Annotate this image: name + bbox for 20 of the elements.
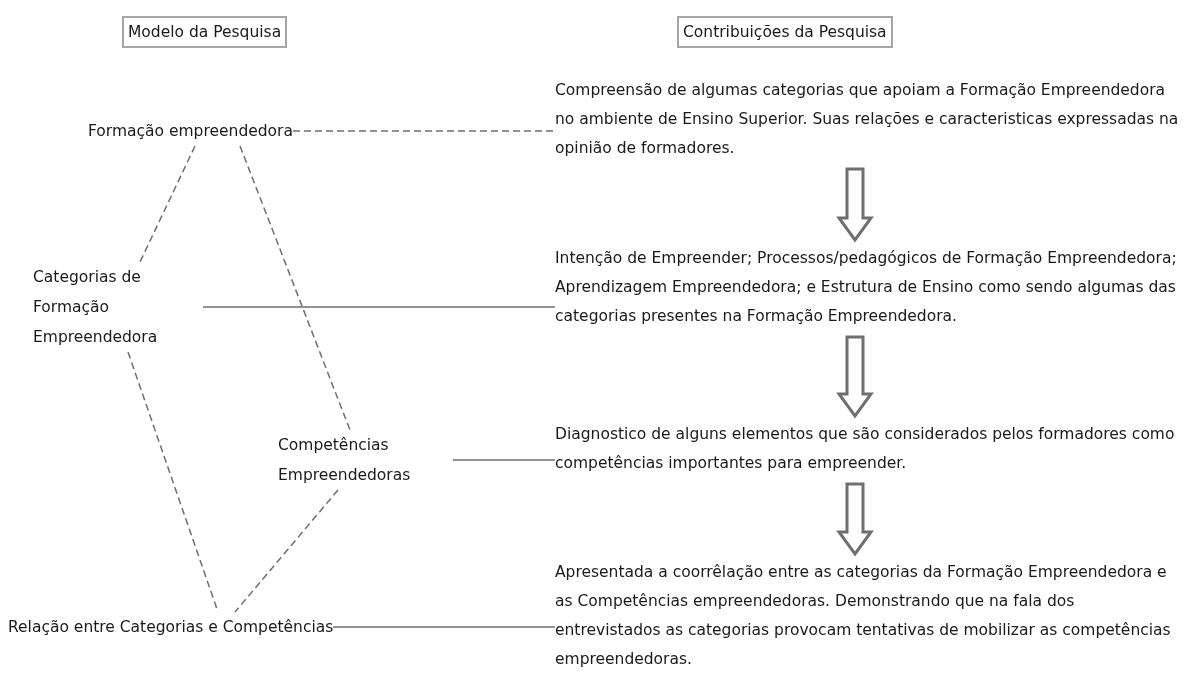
- hollow-down-arrow: [836, 335, 874, 419]
- connector-line: [452, 459, 556, 461]
- connector-line: [139, 145, 196, 263]
- contribution-text: Compreensão de algumas categorias que apoiam a Formação Empreendedora no ambiente de Ensino Superior. Suas relações e caracteristicas expressadas na opinião de formadores.: [555, 76, 1180, 163]
- hollow-down-arrow: [836, 167, 874, 243]
- model-label: Categorias de Formação Empreendedora: [33, 262, 203, 352]
- model-label: Relação entre Categorias e Competências: [8, 612, 334, 642]
- connector-line: [332, 626, 556, 628]
- hollow-down-arrow: [836, 482, 874, 557]
- contribution-text: Intenção de Empreender; Processos/pedagógicos de Formação Empreendedora; Aprendizagem Empreendedora; e Estrutura de Ensino como sendo algumas das categorias presentes na Formação Empreendedora.: [555, 244, 1180, 331]
- connector-line: [292, 130, 556, 132]
- column-heading: Contribuições da Pesquisa: [677, 16, 893, 48]
- connector-line: [239, 145, 351, 431]
- connector-line: [234, 489, 339, 613]
- contribution-text: Apresentada a coorrêlação entre as categorias da Formação Empreendedora e as Competências empreendedoras. Demonstrando que na fala dos entrevistados as categorias provocam tentativas de mobilizar as competências empreendedoras.: [555, 558, 1180, 674]
- connector-line: [202, 306, 556, 308]
- model-label: Formação empreendedora: [88, 116, 293, 146]
- model-label: Competências Empreendedoras: [278, 430, 453, 490]
- contribution-text: Diagnostico de alguns elementos que são considerados pelos formadores como competências importantes para empreender.: [555, 420, 1180, 478]
- column-heading: Modelo da Pesquisa: [122, 16, 288, 48]
